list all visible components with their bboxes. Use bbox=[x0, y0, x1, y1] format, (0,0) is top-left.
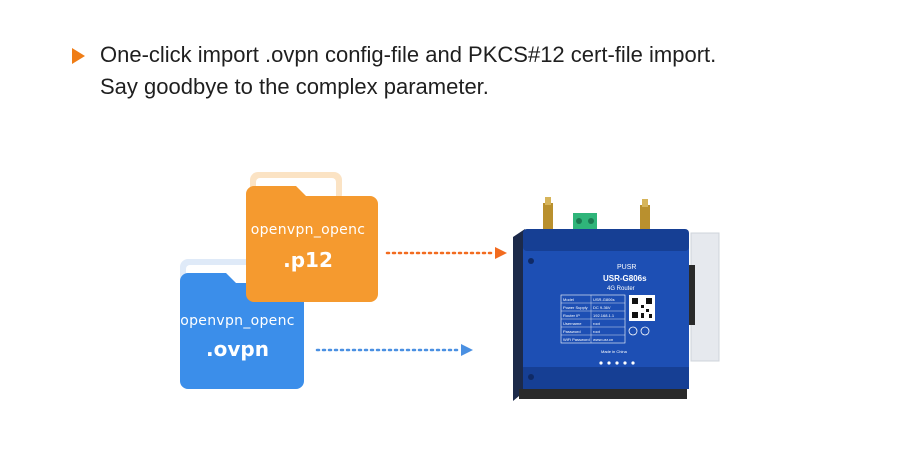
device-label-table: Model USR-G806s Power Supply DC 9-36V Ro… bbox=[560, 294, 626, 344]
device-brand: PUSR bbox=[617, 264, 636, 271]
antenna-right bbox=[640, 205, 650, 233]
device-base bbox=[519, 389, 687, 399]
router-device-image: PUSR USR-G806s 4G Router Model USR-G806s… bbox=[505, 195, 735, 420]
label-value-wifi-password: www.usr.cn bbox=[593, 337, 613, 342]
antenna-left bbox=[543, 203, 553, 233]
p12-file-name: openvpn_openc bbox=[250, 222, 366, 238]
din-rail-bracket bbox=[690, 232, 720, 362]
device-type: 4G Router bbox=[607, 286, 635, 292]
ovpn-file-name: openvpn_openc bbox=[180, 313, 295, 329]
headline-line-2: Say goodbye to the complex parameter. bbox=[100, 74, 489, 99]
bullet-triangle-icon bbox=[72, 48, 85, 64]
ovpn-file-extension: .ovpn bbox=[206, 337, 269, 361]
device-origin: Made in China bbox=[601, 349, 628, 354]
label-key-username: Username bbox=[563, 321, 582, 326]
label-key-model: Model bbox=[563, 297, 574, 302]
blue-dotted-arrow bbox=[315, 344, 473, 356]
label-value-ip: 192.168.1.1 bbox=[593, 313, 615, 318]
label-key-ip: Router IP bbox=[563, 313, 580, 318]
label-value-password: root bbox=[593, 329, 601, 334]
cert-mark-icon bbox=[628, 326, 638, 336]
cert-mark-icon bbox=[640, 326, 650, 336]
orange-dotted-arrow bbox=[385, 247, 507, 259]
label-value-model: USR-G806s bbox=[593, 297, 615, 302]
p12-file-folder: openvpn_openc .p12 bbox=[238, 168, 378, 303]
device-model: USR-G806s bbox=[603, 274, 647, 283]
p12-file-extension: .p12 bbox=[283, 248, 333, 272]
label-value-username: root bbox=[593, 321, 601, 326]
qr-code-icon bbox=[629, 295, 655, 321]
headline-line-1: One-click import .ovpn config-file and P… bbox=[100, 42, 717, 67]
label-value-power: DC 9-36V bbox=[593, 305, 611, 310]
label-key-power: Power Supply bbox=[563, 305, 588, 310]
label-key-password: Password bbox=[563, 329, 581, 334]
status-leds bbox=[599, 361, 635, 365]
folder-icon bbox=[246, 172, 378, 302]
label-key-wifi-password: WiFi Password bbox=[563, 337, 590, 342]
